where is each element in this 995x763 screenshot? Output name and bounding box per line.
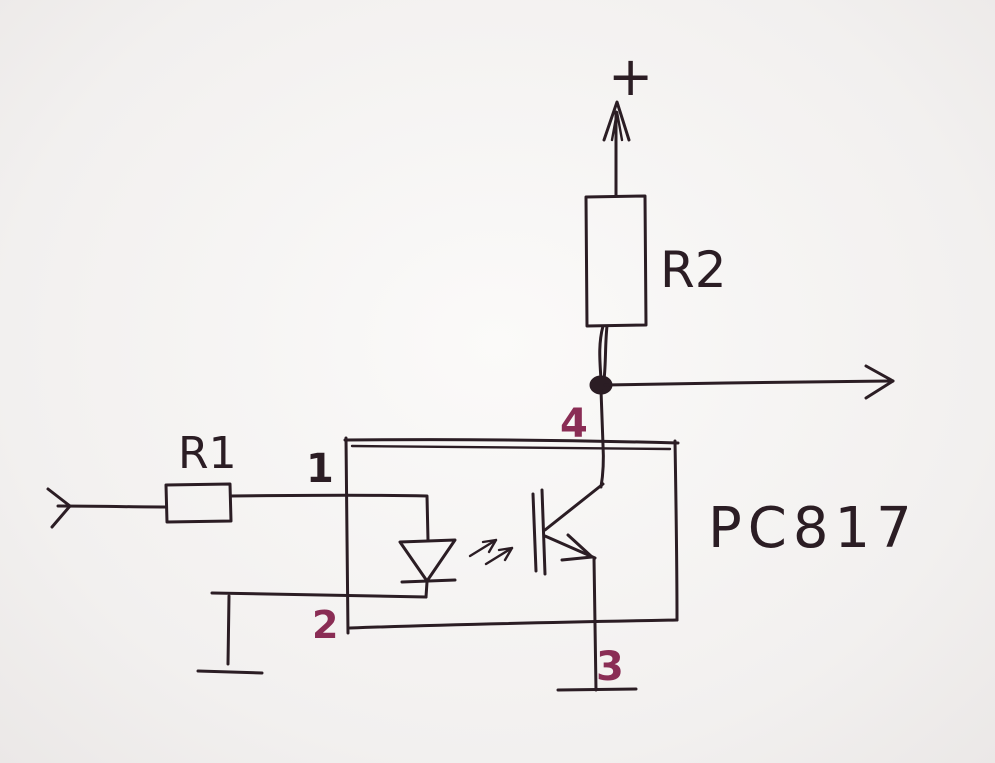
resistor-r2-body [584,194,648,328]
led-symbol [398,538,457,599]
r2-lead [598,324,609,382]
output-line [603,364,895,400]
led-anode-lead [229,493,430,542]
phototransistor-symbol [531,482,605,692]
ground-symbol-right [556,687,638,692]
supply-arrow [602,100,631,198]
resistor-r1-label: R1 [178,428,237,479]
pin-1-label: 1 [306,446,334,492]
pc817-package [343,436,680,635]
pin-2-label: 2 [312,603,338,647]
resistor-r2-label: R2 [660,241,727,299]
ground-symbol-left [196,594,264,675]
supply-plus-label: + [608,45,653,108]
resistor-r1-body [164,482,233,524]
input-arrow [46,487,168,529]
light-arrows-icon [468,538,514,566]
led-cathode-lead [210,591,428,599]
collector-lead [599,388,605,489]
pin-4-label: 4 [560,401,588,447]
part-name-label: PC817 [708,496,918,561]
pin-3-label: 3 [596,644,624,690]
